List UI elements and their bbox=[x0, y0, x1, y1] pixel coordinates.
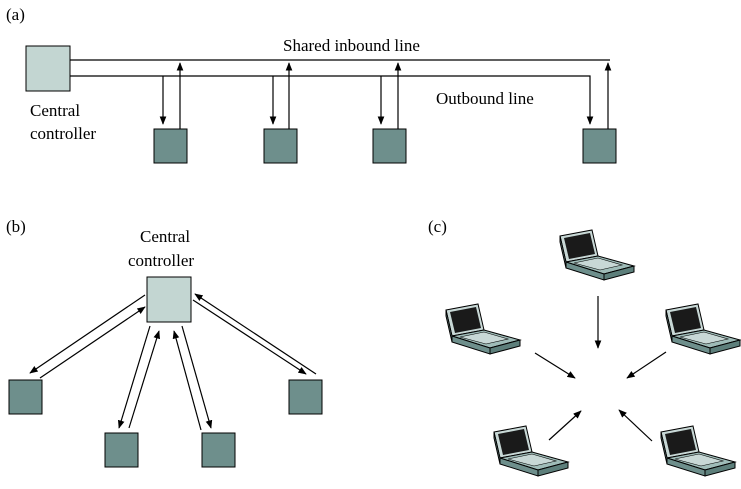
station-a-3 bbox=[372, 128, 407, 164]
controller-label-b-line2: controller bbox=[128, 251, 194, 270]
controller-label-a-line1: Central bbox=[30, 101, 80, 120]
panel-c-label: (c) bbox=[428, 217, 447, 236]
c-arrow-bottom-left bbox=[548, 410, 582, 441]
c-arrow-left bbox=[534, 352, 576, 379]
b-inbound-arrow-4 bbox=[194, 293, 317, 375]
station-b-2 bbox=[104, 432, 139, 468]
outbound-line bbox=[70, 75, 594, 125]
b-outbound-arrow-1 bbox=[29, 294, 146, 374]
c-arrow-bottom-right bbox=[618, 409, 653, 442]
laptop-top bbox=[559, 229, 635, 281]
central-controller-box-b bbox=[146, 276, 192, 323]
station-a-2 bbox=[263, 128, 298, 164]
panel-b-label: (b) bbox=[6, 217, 26, 236]
b-inbound-arrow-3 bbox=[172, 330, 202, 431]
station-a-4 bbox=[582, 128, 617, 164]
station-a-1 bbox=[153, 128, 188, 164]
b-inbound-arrow-1 bbox=[39, 306, 146, 379]
b-outbound-arrow-2 bbox=[117, 325, 151, 429]
laptop-left bbox=[445, 303, 521, 355]
panel-a-label: (a) bbox=[6, 5, 25, 24]
b-outbound-arrow-3 bbox=[181, 325, 213, 429]
controller-label-b-line1: Central bbox=[140, 227, 190, 246]
c-arrow-right bbox=[626, 351, 667, 379]
inbound-line-label: Shared inbound line bbox=[283, 36, 420, 55]
b-outbound-arrow-4 bbox=[192, 299, 307, 375]
laptop-right bbox=[665, 303, 741, 355]
station-b-3 bbox=[201, 432, 236, 468]
central-controller-box-a bbox=[25, 45, 71, 92]
b-inbound-arrow-2 bbox=[128, 330, 160, 429]
station-b-4 bbox=[288, 379, 323, 415]
controller-label-a-line2: controller bbox=[30, 124, 96, 143]
laptop-bottom-right bbox=[660, 425, 736, 477]
outbound-line-label: Outbound line bbox=[436, 89, 534, 108]
station-b-1 bbox=[8, 379, 43, 415]
